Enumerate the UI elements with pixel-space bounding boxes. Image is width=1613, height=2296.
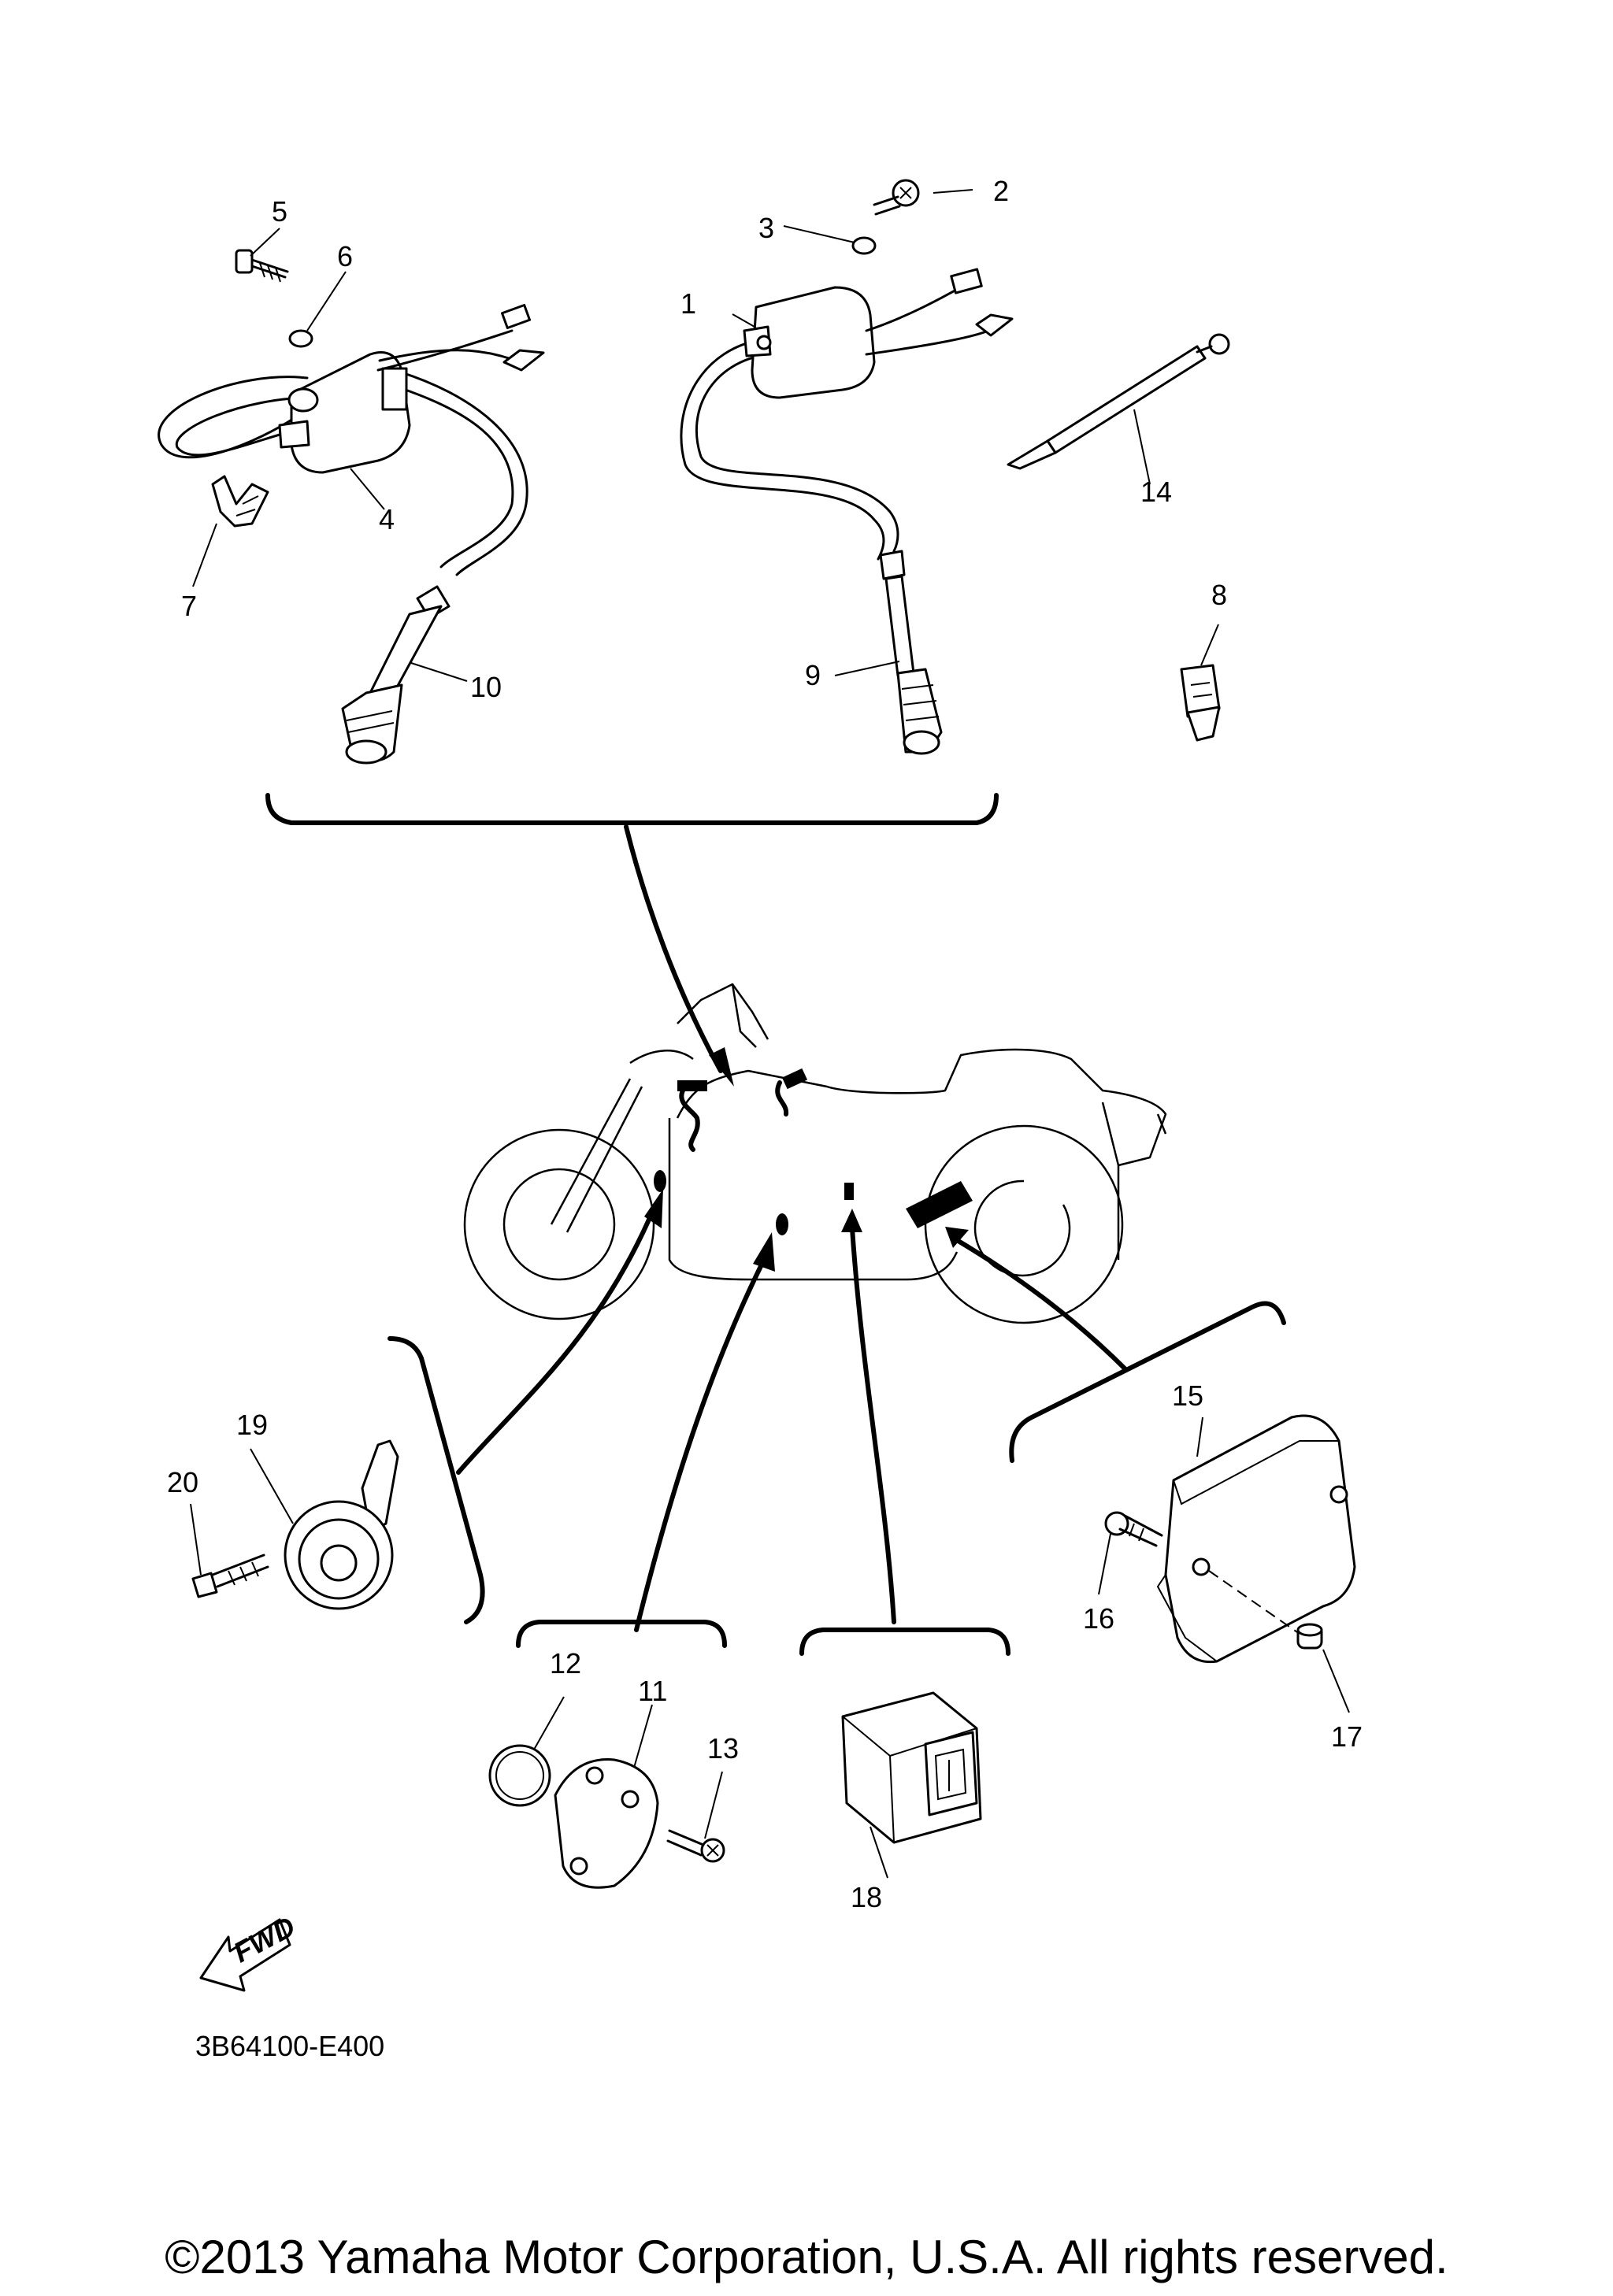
- motorcycle-outline: [463, 983, 1167, 1324]
- bracket-top: [265, 793, 999, 825]
- bike-mark-igniter: [906, 1181, 973, 1228]
- leader-lines: [190, 189, 1350, 1879]
- igniter-dash: [1208, 1570, 1300, 1635]
- callout-9: 9: [805, 659, 821, 691]
- bike-mark-horn: [654, 1170, 666, 1192]
- o-ring: [488, 1744, 551, 1807]
- bracket-horn: [387, 1336, 485, 1624]
- callout-15: 15: [1172, 1379, 1203, 1412]
- arrow-sensor: [634, 1257, 766, 1632]
- ignition-coil-left-bolt: [235, 249, 289, 283]
- ignition-coil-left: [158, 303, 545, 576]
- washer-left: [288, 329, 313, 348]
- arrow-igniter-head: [945, 1227, 969, 1248]
- callout-17: 17: [1331, 1720, 1363, 1753]
- bracket-igniter: [1009, 1301, 1286, 1463]
- spark-plug-cap-right: [879, 550, 943, 755]
- bike-mark-coil-right-block: [781, 1068, 808, 1090]
- callout-1: 1: [680, 287, 696, 320]
- horn-bolt: [191, 1554, 269, 1598]
- callout-7: 7: [181, 590, 197, 622]
- callout-2: 2: [993, 175, 1009, 207]
- callout-11: 11: [638, 1675, 667, 1707]
- bike-mark-coil-left-block: [677, 1080, 707, 1091]
- callout-14: 14: [1140, 476, 1172, 508]
- spark-plug-cap-left: [341, 585, 451, 765]
- horn: [284, 1439, 399, 1610]
- arrow-relay-head: [841, 1209, 862, 1232]
- arrow-horn-head: [644, 1189, 663, 1228]
- arrow-igniter: [955, 1238, 1129, 1372]
- callout-3: 3: [758, 212, 774, 244]
- arrow-top: [624, 824, 723, 1073]
- bracket-sensor: [516, 1620, 727, 1648]
- ignition-coil-right-bolt: [873, 179, 920, 216]
- o-ring-inner: [495, 1751, 544, 1800]
- callout-19: 19: [236, 1409, 268, 1441]
- bike-mark-coil-left: [679, 1084, 700, 1152]
- callout-13: 13: [707, 1732, 739, 1765]
- washer-right: [851, 236, 877, 255]
- relay: [841, 1691, 982, 1844]
- copyright-notice: ©2013 Yamaha Motor Corporation, U.S.A. A…: [165, 2231, 1448, 2283]
- fwd-arrow-icon: FWD: [199, 1910, 300, 1992]
- ignition-coil-right: [680, 268, 1014, 561]
- callout-12: 12: [550, 1647, 581, 1679]
- callout-16: 16: [1083, 1602, 1114, 1635]
- lead-wire: [1007, 333, 1230, 470]
- callout-5: 5: [272, 195, 287, 228]
- cord-clamp: [211, 475, 269, 528]
- igniter-screw: [1104, 1511, 1163, 1547]
- callout-8: 8: [1211, 579, 1227, 611]
- arrow-relay: [850, 1226, 896, 1624]
- sensor-plate: [554, 1758, 659, 1889]
- bike-mark-sensor: [776, 1213, 788, 1235]
- igniter-collar: [1296, 1623, 1323, 1650]
- arrow-sensor-head: [753, 1232, 775, 1272]
- callout-6: 6: [337, 240, 353, 272]
- callout-18: 18: [851, 1881, 882, 1913]
- bike-mark-coil-right: [775, 1080, 789, 1117]
- sensor-screw: [666, 1829, 725, 1863]
- callout-4: 4: [379, 503, 395, 535]
- callout-20: 20: [167, 1466, 198, 1498]
- cable-clip: [1180, 664, 1221, 742]
- arrow-horn: [456, 1206, 656, 1475]
- callout-10: 10: [470, 671, 502, 703]
- bike-mark-relay: [844, 1183, 854, 1200]
- igniter-unit: [1156, 1414, 1356, 1664]
- diagram-code: 3B64100-E400: [195, 2030, 385, 2062]
- bracket-relay: [799, 1628, 1010, 1656]
